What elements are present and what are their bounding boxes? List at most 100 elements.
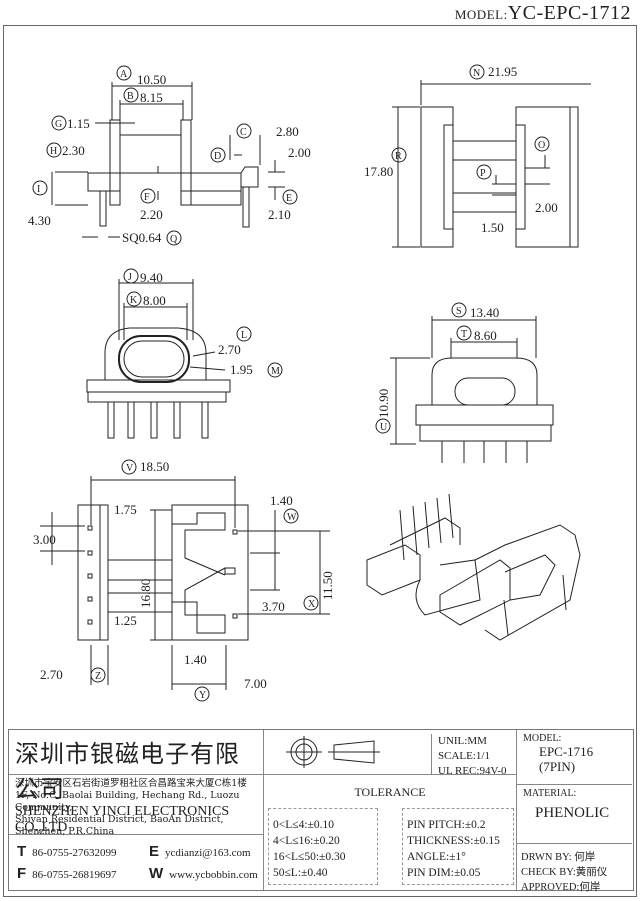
fax: F 86-0755-26819697 xyxy=(17,865,117,882)
email-value: ycdianzi@163.com xyxy=(165,847,251,859)
dim-Q: SQ0.64 xyxy=(122,230,162,245)
label-E: E xyxy=(286,193,292,204)
dim-U: 10.90 xyxy=(376,389,391,418)
dim-16-80: 16.80 xyxy=(138,579,153,608)
dim-R: 17.80 xyxy=(364,164,393,179)
label-K: K xyxy=(130,295,138,306)
tolerance-item: PIN PITCH:±0.2 xyxy=(407,819,486,831)
label-O: O xyxy=(538,140,545,151)
company-name-en: SHENZHEN YINCI ELECTRONICS CO.,LTD xyxy=(15,804,230,835)
model-prefix: MODEL: xyxy=(454,7,508,22)
drawing-model-title: MODEL:YC-EPC-1712 xyxy=(455,2,631,25)
address-line: 1F, No.C, Baolai Building, Hechang Rd., … xyxy=(15,790,240,813)
dim-1-40-bottom: 1.40 xyxy=(184,652,207,667)
dim-K: 8.00 xyxy=(143,293,166,308)
tolerance-cell: TOLERANCE 0<L≤4:±0.10 4<L≤16:±0.20 16<L≤… xyxy=(264,775,516,890)
technical-drawing: A 10.50 B 8.15 G 1.15 H 2.30 I 4.30 C 2.… xyxy=(28,64,591,702)
company-name-cn: 深圳市银磁电子有限公司 xyxy=(15,740,240,803)
tolerance-item: 16<L≤50:±0.30 xyxy=(273,851,346,863)
material-value: PHENOLIC xyxy=(535,805,610,821)
email-icon: E xyxy=(149,843,160,860)
fax-icon: F xyxy=(17,865,27,882)
model-value: YC-EPC-1712 xyxy=(507,2,631,24)
label-R: R xyxy=(395,151,402,162)
label-Z: Z xyxy=(95,671,101,682)
dim-P: 1.50 xyxy=(481,220,504,235)
address-line: Shiyan Residential District, BaoAn Distr… xyxy=(15,814,224,825)
website-value: www.ycbobbin.com xyxy=(169,869,258,881)
title-block: 深圳市银磁电子有限公司 SHENZHEN YINCI ELECTRONICS C… xyxy=(8,729,634,893)
tolerance-item: ANGLE:±1° xyxy=(407,851,466,863)
company-name-cell: 深圳市银磁电子有限公司 SHENZHEN YINCI ELECTRONICS C… xyxy=(9,730,264,835)
label-N: N xyxy=(473,68,480,79)
label-T: T xyxy=(461,329,467,340)
dim-O: 2.00 xyxy=(535,200,558,215)
label-X: X xyxy=(308,599,316,610)
scale: SCALE:1/1 xyxy=(438,750,490,762)
label-W: W xyxy=(287,512,297,523)
dim-1-25: 1.25 xyxy=(114,613,137,628)
top-view xyxy=(391,64,591,248)
tolerance-title: TOLERANCE xyxy=(354,785,426,799)
dim-J: 9.40 xyxy=(140,270,163,285)
company-address: 深圳市宝安区石岩街道罗租社区合昌路宝来大厦C栋1楼 1F, No.C, Baol… xyxy=(9,775,264,837)
tolerance-length-box: 0<L≤4:±0.10 4<L≤16:±0.20 16<L≤50:±0.30 5… xyxy=(268,808,378,885)
tolerance-item: THICKNESS:±0.15 xyxy=(407,835,500,847)
dim-M: 1.95 xyxy=(230,362,253,377)
phone-value: 86-0755-27632099 xyxy=(32,847,117,859)
dim-H: 2.30 xyxy=(62,143,85,158)
dim-1-75: 1.75 xyxy=(114,502,137,517)
web-icon: W xyxy=(149,865,164,882)
label-P: P xyxy=(480,168,486,179)
dim-E: 2.10 xyxy=(268,207,291,222)
dim-X: 11.50 xyxy=(320,571,335,600)
label-I: I xyxy=(37,184,40,195)
address-line: Shenzhen, P.R.China xyxy=(15,826,115,837)
bottom-view xyxy=(40,459,330,702)
label-Q: Q xyxy=(170,234,178,245)
side-view xyxy=(32,65,298,246)
label-U: U xyxy=(380,422,388,433)
dim-B: 8.15 xyxy=(140,90,163,105)
projection-cell: UNIL:MM SCALE:1/1 UL REC:94V-0 xyxy=(264,730,516,777)
dim-I: 4.30 xyxy=(28,213,51,228)
tolerance-item: PIN DIM:±0.05 xyxy=(407,867,481,879)
isometric-view xyxy=(366,493,581,641)
back-view xyxy=(375,302,554,463)
model-pins: (7PIN) xyxy=(539,759,576,774)
label-M: M xyxy=(271,366,280,377)
third-angle-projection-icon xyxy=(286,736,380,768)
dim-Z: 2.70 xyxy=(40,667,63,682)
signoff-cell: DRWN BY: 何岸 CHECK BY:黄丽仪 APPROVED:何岸 xyxy=(517,844,632,901)
info-column: MODEL: EPC-1716 (7PIN) MATERIAL: PHENOLI… xyxy=(516,730,632,893)
dim-V: 18.50 xyxy=(140,459,169,474)
label-G: G xyxy=(55,119,62,130)
label-A: A xyxy=(120,69,128,80)
model-number: EPC-1716 xyxy=(539,744,594,759)
label-J: J xyxy=(128,272,132,283)
dim-pin-pitch: 3.00 xyxy=(33,532,56,547)
label-H: H xyxy=(50,146,57,157)
material-label: MATERIAL: xyxy=(523,788,577,799)
label-Y: Y xyxy=(199,690,206,701)
dim-D: 2.00 xyxy=(288,145,311,160)
fax-value: 86-0755-26819697 xyxy=(32,869,117,881)
dim-T: 8.60 xyxy=(474,328,497,343)
material-cell: MATERIAL: PHENOLIC xyxy=(517,785,632,844)
dim-C: 2.80 xyxy=(276,124,299,139)
tolerance-item: 4<L≤16:±0.20 xyxy=(273,835,340,847)
dim-W: 1.40 xyxy=(270,493,293,508)
label-F: F xyxy=(144,192,150,203)
model-cell: MODEL: EPC-1716 (7PIN) xyxy=(517,730,632,785)
label-V: V xyxy=(126,463,134,474)
ul-rec: UL REC:94V-0 xyxy=(438,765,507,777)
approved-by: APPROVED:何岸 xyxy=(521,882,601,893)
dim-3-70: 3.70 xyxy=(262,599,285,614)
tolerance-item: 0<L≤4:±0.10 xyxy=(273,819,334,831)
tolerance-item: 50≤L:±0.40 xyxy=(273,867,328,879)
dim-F: 2.20 xyxy=(140,207,163,222)
